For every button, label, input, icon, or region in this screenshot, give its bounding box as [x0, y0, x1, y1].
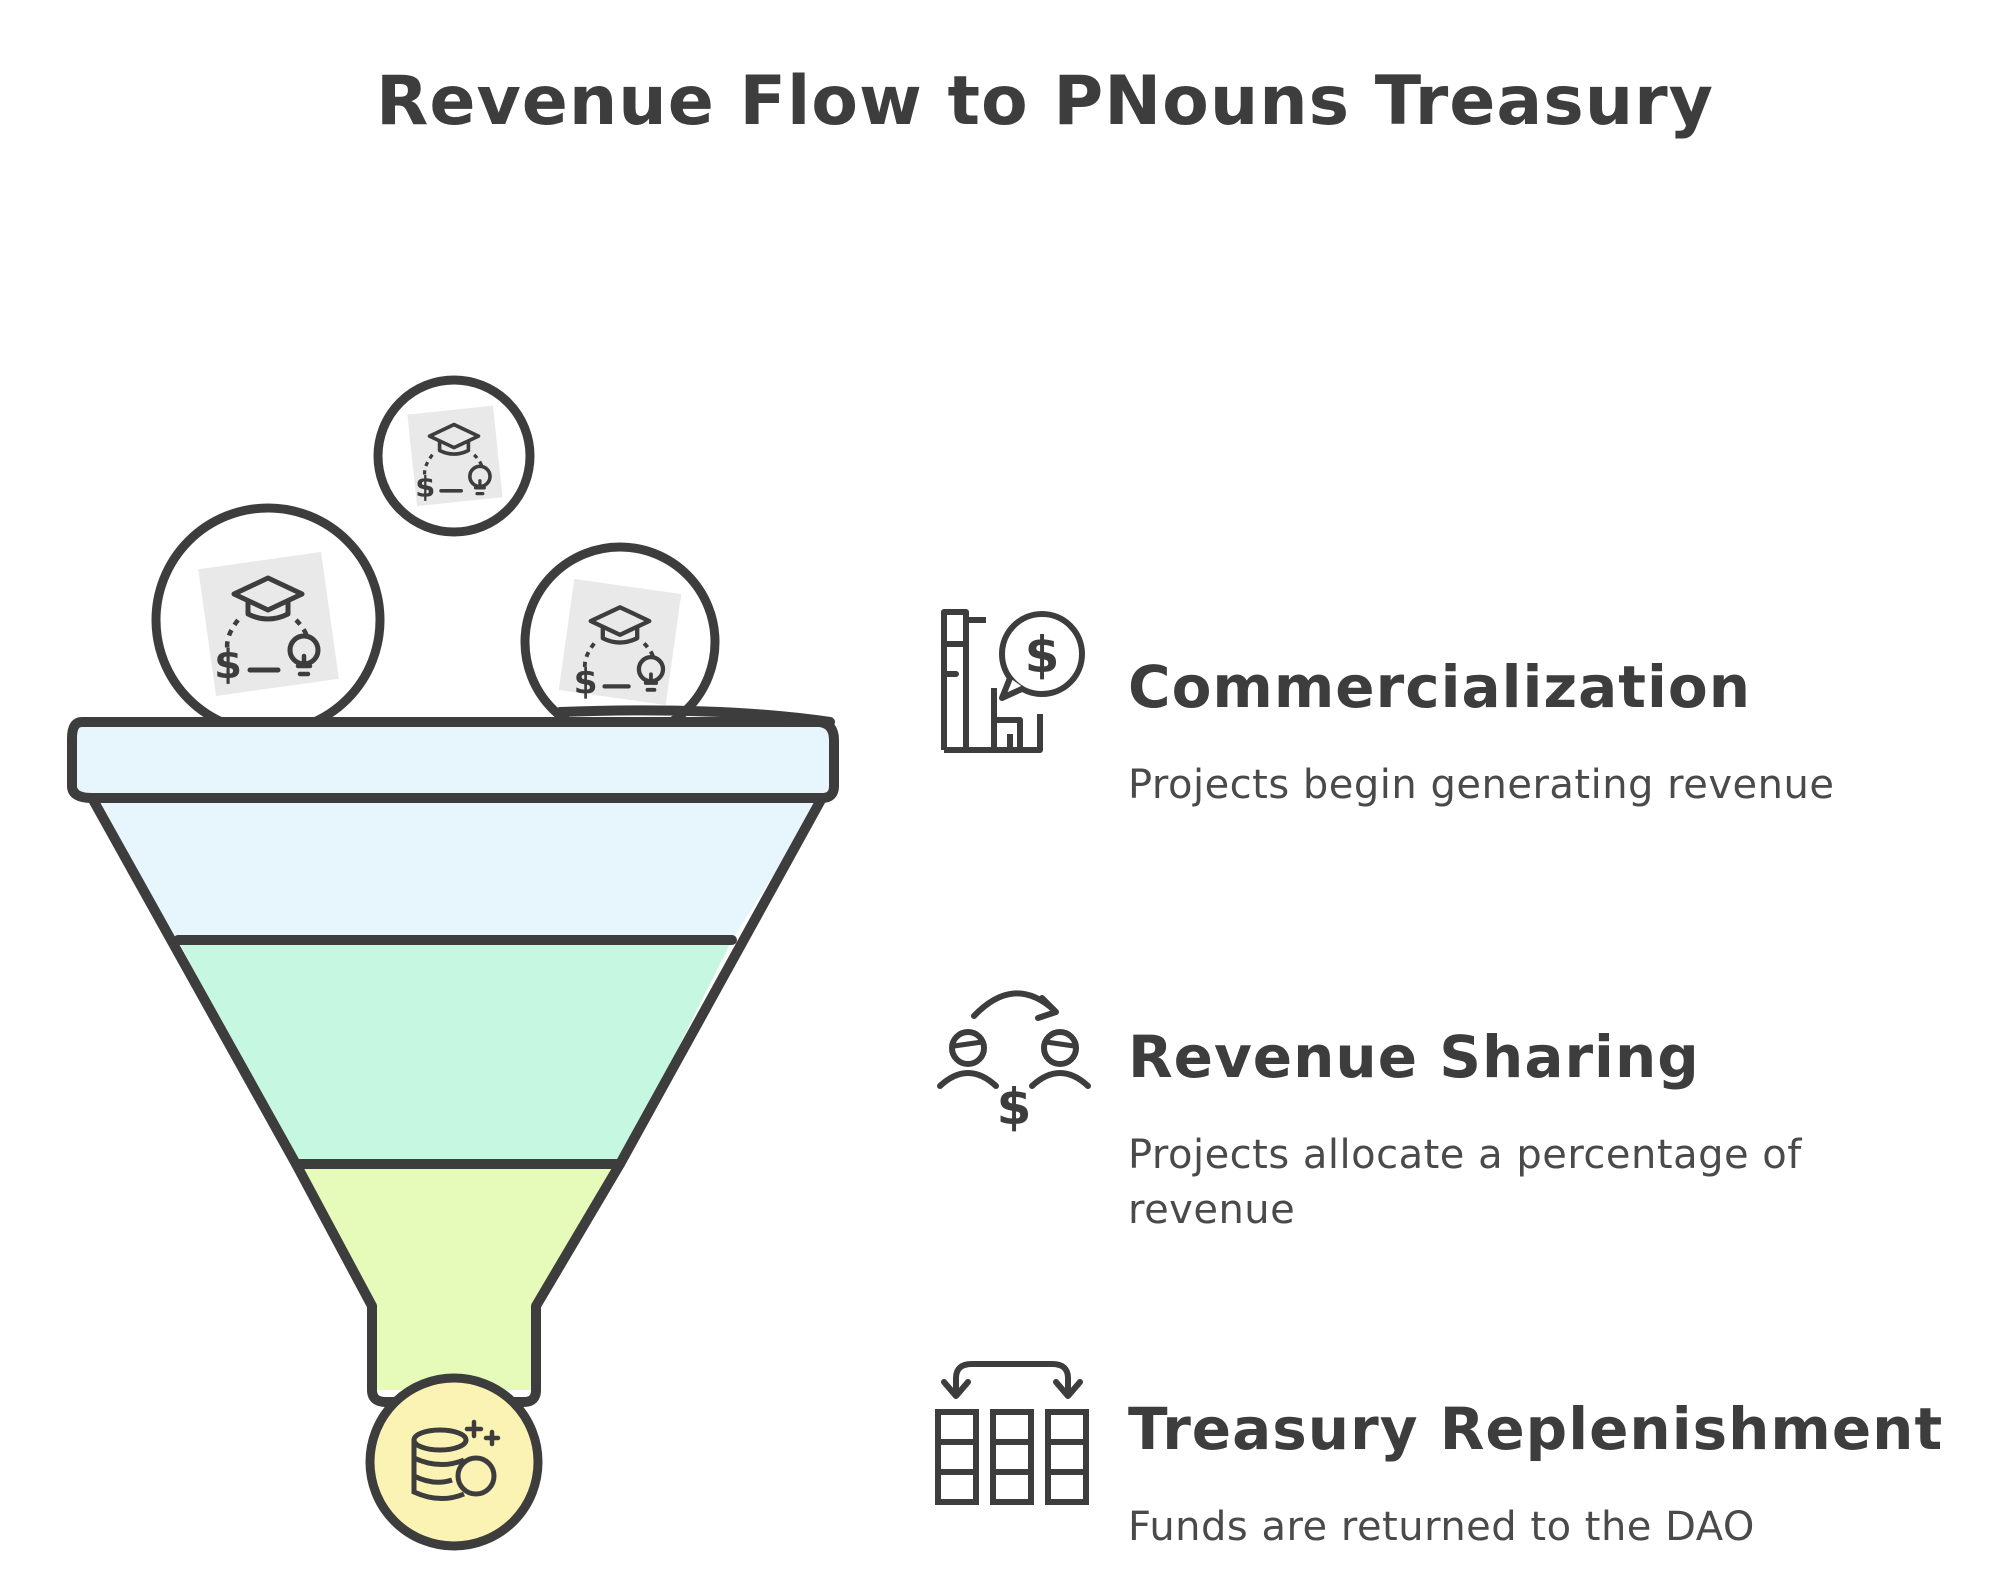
funnel-layer-treasury: [296, 1164, 620, 1390]
step-description: Funds are returned to the DAO: [1128, 1503, 1755, 1550]
step-commercialization: Commercialization Projects begin generat…: [1128, 653, 1988, 813]
coins-sparkle-icon: [411, 1419, 501, 1501]
page-title: Revenue Flow to PNouns Treasury: [375, 62, 1715, 141]
step-description: Projects begin generating revenue: [1128, 761, 1835, 808]
funnel-layer-commercialization: [92, 798, 822, 940]
funnel-rim: [67, 717, 839, 803]
step-title: Revenue Sharing: [1128, 1023, 1700, 1091]
treasury-columns-icon: [935, 1361, 1089, 1505]
step-title: Treasury Replenishment: [1128, 1395, 1944, 1463]
svg-text:$: $: [997, 1078, 1032, 1136]
people-exchange-dollar-icon: $: [937, 990, 1091, 1136]
building-dollar-icon: $: [941, 609, 1085, 753]
step-revenue-sharing: Revenue Sharing Projects allocate a perc…: [1128, 1023, 1988, 1238]
step-title: Commercialization: [1128, 653, 1752, 721]
svg-text:$: $: [1025, 626, 1060, 684]
funnel-layer-revenue-sharing: [178, 940, 732, 1164]
step-description: Projects allocate a percentage of revenu…: [1128, 1131, 1802, 1233]
idea-coin-top: [373, 375, 535, 537]
idea-coin-left: [151, 503, 385, 737]
idea-coin-right: [520, 542, 720, 742]
step-treasury-replenishment: Treasury Replenishment Funds are returne…: [1128, 1395, 1988, 1555]
treasury-coin: [365, 1373, 543, 1551]
